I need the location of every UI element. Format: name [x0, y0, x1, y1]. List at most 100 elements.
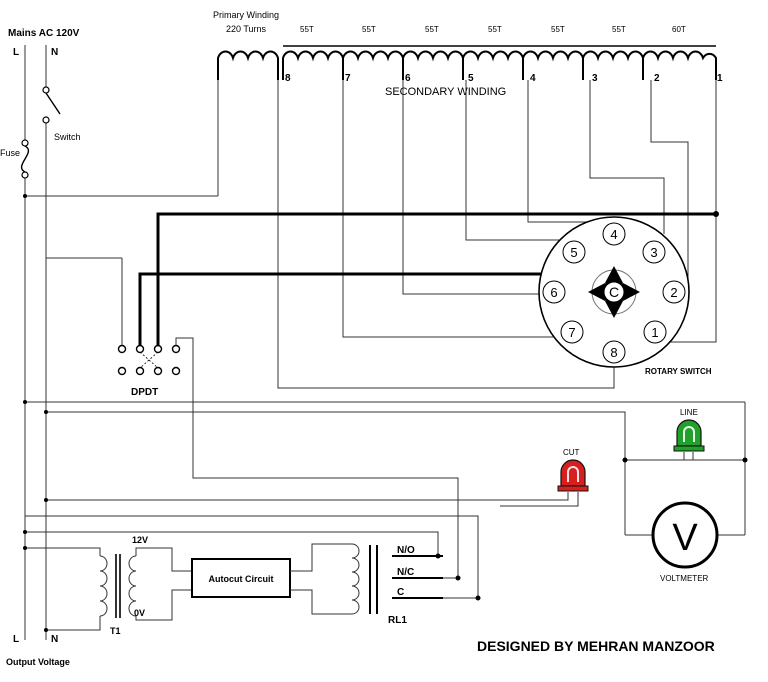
designer-credit: DESIGNED BY MEHRAN MANZOOR	[477, 638, 715, 654]
junction-dot	[23, 400, 27, 404]
rotary-position	[602, 222, 626, 246]
cut-led-wire	[46, 492, 569, 501]
tap-label: 4	[530, 73, 536, 84]
primary-coil	[217, 50, 279, 80]
live-to-relay-no-wire	[25, 531, 443, 557]
junction-dot	[23, 530, 27, 534]
relay-c-label: C	[397, 587, 404, 598]
junction-dot	[713, 211, 719, 217]
t1-transformer	[99, 554, 137, 618]
switch-label: Switch	[54, 132, 81, 142]
junction-dot	[622, 457, 628, 463]
bus-wire-top	[156, 212, 716, 346]
tap-label: 7	[345, 73, 351, 84]
relay-nc-label: N/C	[397, 567, 414, 578]
rotary-position	[602, 340, 626, 364]
cut-led-wire	[500, 492, 579, 507]
dpdt-switch	[117, 344, 181, 376]
rotary-position-label: 6	[550, 285, 557, 300]
turns-label: 55T	[300, 25, 314, 34]
rotary-position-label: 5	[570, 245, 577, 260]
junction-dot	[23, 194, 27, 198]
t1-secondary-wire	[135, 547, 192, 572]
t1-secondary-wire	[135, 589, 192, 621]
mains-neutral-label: N	[51, 47, 58, 58]
relay-label: RL1	[388, 615, 407, 626]
primary-winding-title: Primary Winding	[213, 10, 279, 20]
tap-label: 5	[468, 73, 474, 84]
relay-coil-wire	[290, 543, 352, 572]
secondary-winding-title: SECONDARY WINDING	[385, 86, 506, 98]
rotary-position-label: 8	[610, 345, 617, 360]
relay-rl1	[351, 543, 481, 615]
mains-live-label: L	[13, 47, 19, 58]
rotary-position	[643, 320, 667, 344]
cut-led	[557, 459, 589, 492]
rotary-position-label: 7	[568, 325, 575, 340]
junction-dot	[44, 628, 48, 632]
fuse	[20, 139, 30, 179]
rotary-position-label: 4	[610, 227, 617, 242]
tap-3-wire	[589, 80, 665, 234]
autocut-circuit-box	[191, 558, 291, 598]
voltmeter-label: VOLTMETER	[660, 574, 709, 583]
tap-1-wire	[668, 80, 717, 343]
output-live-label: L	[13, 634, 19, 645]
tap-label: 6	[405, 73, 411, 84]
tap-label: 1	[717, 73, 723, 84]
rotary-switch-label: ROTARY SWITCH	[645, 367, 712, 376]
junction-dot	[23, 546, 27, 550]
dpdt-label: DPDT	[131, 387, 158, 398]
rotary-position-label: 3	[650, 245, 657, 260]
voltmeter	[651, 501, 719, 569]
mains-switch	[42, 86, 61, 124]
line-led-label: LINE	[680, 408, 698, 417]
tap-5-wire	[465, 80, 560, 241]
rotary-position	[662, 280, 686, 304]
turns-label: 55T	[488, 25, 502, 34]
rotary-position	[642, 240, 666, 264]
relay-no-label: N/O	[397, 545, 415, 556]
turns-label: 55T	[551, 25, 565, 34]
secondary-coils	[282, 50, 717, 80]
autocut-circuit-label: Autocut Circuit	[209, 574, 274, 584]
rotary-position	[542, 280, 566, 304]
junction-dot	[44, 498, 48, 502]
tap-6-wire	[402, 80, 543, 295]
bus-wire-common	[138, 272, 606, 346]
turns-label: 55T	[425, 25, 439, 34]
output-neutral-label: N	[51, 634, 58, 645]
cut-led-label: CUT	[563, 448, 580, 457]
tap-label: 8	[285, 73, 291, 84]
t1-primary-wire	[46, 616, 101, 631]
turns-label: 55T	[612, 25, 626, 34]
line-led	[673, 419, 705, 452]
mains-title: Mains AC 120V	[8, 28, 80, 39]
rotary-center-label: C	[609, 284, 619, 300]
t1-12v-label: 12V	[132, 535, 148, 545]
rotary-position-label: 2	[670, 285, 677, 300]
t1-0v-label: 0V	[134, 608, 145, 618]
junction-dot	[742, 457, 748, 463]
turns-label: 55T	[362, 25, 376, 34]
tap-8-wire	[277, 80, 615, 389]
tap-label: 3	[592, 73, 598, 84]
primary-turns-label: 220 Turns	[226, 24, 267, 34]
tap-7-wire	[342, 80, 557, 338]
rotary-position-label: 1	[651, 325, 658, 340]
t1-primary-wire	[25, 547, 101, 556]
relay-coil-wire	[290, 589, 352, 615]
rotary-position	[560, 320, 584, 344]
junction-dot	[44, 410, 48, 414]
tap-4-wire	[527, 80, 605, 223]
t1-label: T1	[110, 626, 121, 636]
live-to-relay-wire	[25, 515, 479, 599]
fuse-label: Fuse	[0, 148, 20, 158]
dpdt-to-relay-wire	[175, 337, 459, 579]
neutral-bus-wire	[46, 411, 626, 535]
rotary-position	[562, 240, 586, 264]
tap-label: 2	[654, 73, 660, 84]
output-voltage-title: Output Voltage	[6, 657, 70, 667]
voltmeter-symbol: V	[672, 517, 698, 559]
